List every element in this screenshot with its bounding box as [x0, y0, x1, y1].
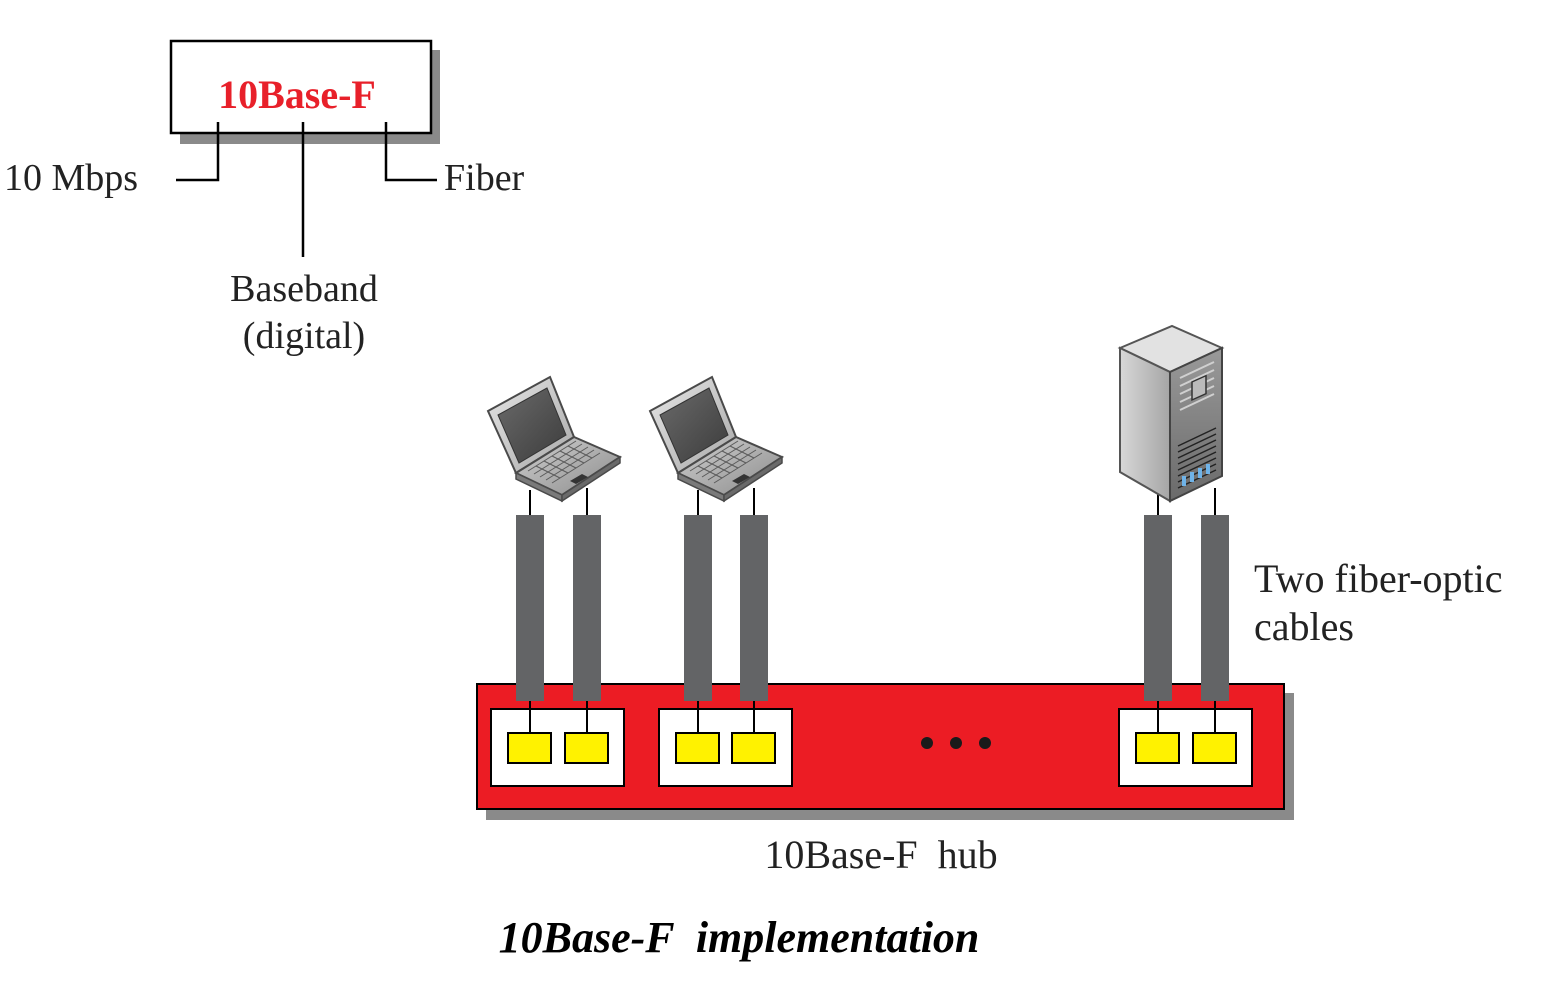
fiber-port: [731, 732, 776, 764]
fiber-cable: [684, 515, 712, 701]
fiber-cable: [516, 515, 544, 701]
fiber-cables: [516, 515, 1229, 701]
fiber-cable: [1144, 515, 1172, 701]
medium-connector: [384, 122, 437, 182]
naming-diagram: 10Base-F 10 Mbps Fiber Baseband (digital…: [4, 39, 525, 357]
port-block-1: [490, 708, 625, 787]
signal-label-line1: Baseband: [230, 268, 378, 310]
cable-leads: [529, 488, 1216, 733]
fiber-cable: [1201, 515, 1229, 701]
speed-connector: [176, 122, 220, 182]
fiber-port: [675, 732, 720, 764]
fiber-port: [1192, 732, 1237, 764]
cable-label-line1: Two fiber-optic: [1254, 556, 1503, 601]
fiber-cable: [573, 515, 601, 701]
medium-label: Fiber: [444, 157, 525, 199]
cable-label-line2: cables: [1254, 604, 1354, 649]
laptop-icon: [648, 375, 785, 503]
fiber-port: [507, 732, 552, 764]
ellipsis-dot: [979, 737, 991, 749]
speed-label: 10 Mbps: [4, 157, 138, 199]
ellipsis-dot: [921, 737, 933, 749]
laptop-icon: [486, 375, 623, 503]
port-block-3: [1118, 708, 1253, 787]
fiber-port: [1135, 732, 1180, 764]
name-box: [169, 39, 433, 135]
server-tower-icon: [1117, 324, 1225, 503]
name-title: 10Base-F: [218, 72, 376, 117]
ellipsis-dots: [921, 737, 991, 749]
figure-caption: 10Base-F implementation: [499, 913, 980, 962]
fiber-cable: [740, 515, 768, 701]
signal-label-line2: (digital): [243, 315, 365, 357]
ellipsis-dot: [950, 737, 962, 749]
port-block-2: [658, 708, 793, 787]
hub-label: 10Base-F hub: [764, 832, 997, 877]
hub: [476, 683, 1294, 820]
fiber-port: [564, 732, 609, 764]
